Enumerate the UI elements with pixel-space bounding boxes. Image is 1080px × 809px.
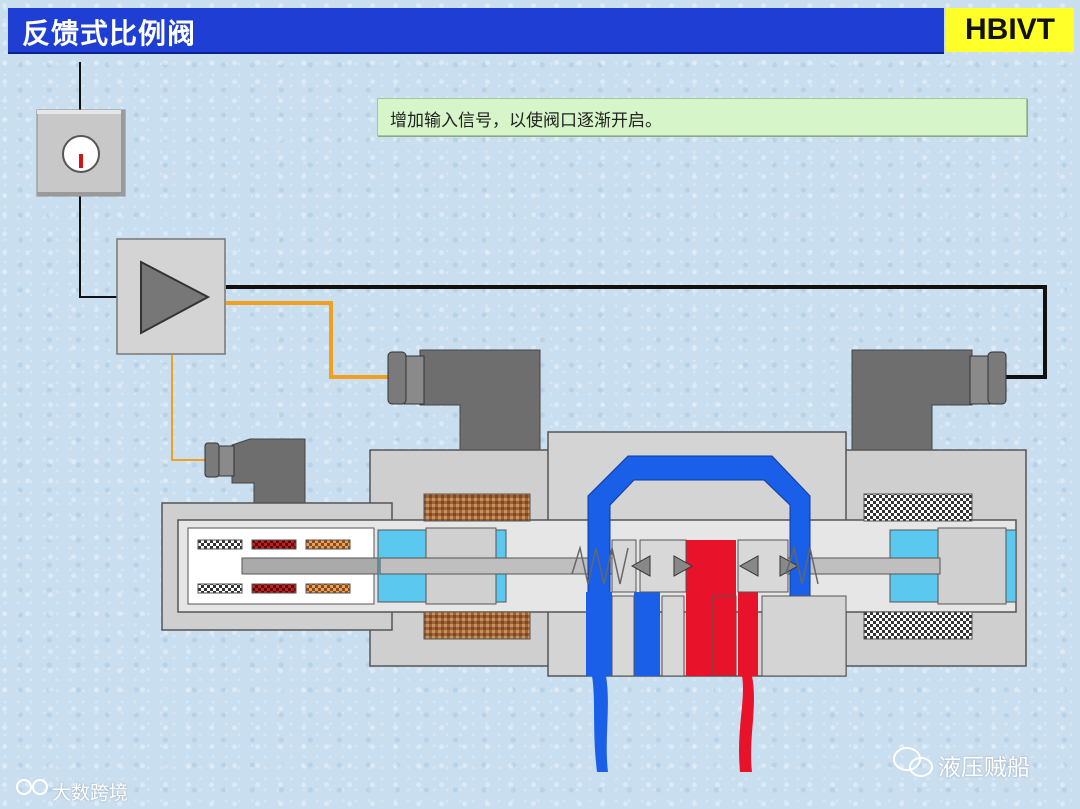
brand-logo-text: HBIVT (965, 13, 1055, 46)
left-coil-bottom (423, 611, 531, 640)
valve-spool (571, 539, 819, 593)
instruction-text: 增加输入信号，以使阀口逐渐开启。 (390, 111, 662, 131)
return-oil-channel (586, 455, 811, 772)
gauge-to-amp-wire (79, 196, 118, 298)
solenoid-signal-wire (226, 301, 390, 379)
amplifier-triangle-icon (140, 260, 211, 335)
title-bar: 反馈式比例阀 (8, 8, 944, 54)
right-coil-bottom (863, 611, 973, 640)
gauge-box (36, 109, 126, 197)
sensor-signal-wire (171, 355, 208, 461)
valve-ports (611, 595, 847, 677)
page-title: 反馈式比例阀 (22, 17, 197, 50)
instruction-note: 增加输入信号，以使阀口逐渐开启。 (377, 98, 1027, 136)
right-coil-top (863, 493, 973, 522)
sensor-connector (204, 438, 306, 504)
left-coil-top (423, 493, 531, 522)
source-watermark: 大数跨境 (52, 782, 129, 804)
gauge-icon (62, 135, 100, 173)
account-watermark: 液压贼船 (938, 755, 1030, 781)
feedback-wire (226, 285, 1047, 379)
right-solenoid-connector (851, 349, 1007, 451)
left-solenoid-connector (387, 349, 541, 451)
wechat-icon (893, 747, 933, 777)
kuaishou-icon (16, 779, 48, 795)
brand-box: HBIVT (946, 8, 1074, 52)
amplifier-box (116, 238, 226, 355)
